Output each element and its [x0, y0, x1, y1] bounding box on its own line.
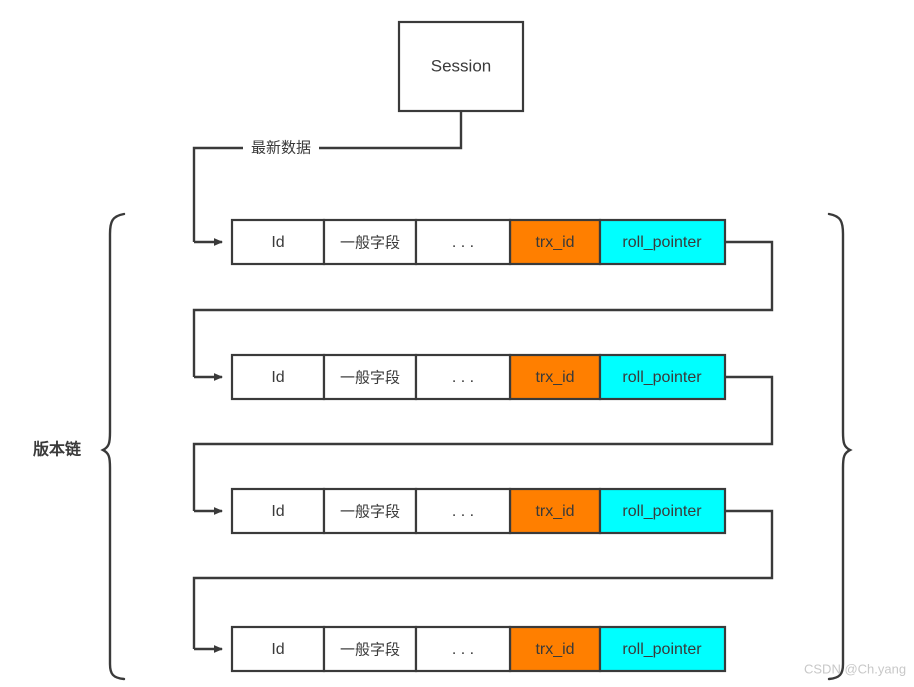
row-3-id-label: Id [271, 503, 284, 520]
row-2-general-field-cell [322, 353, 418, 401]
row-2-ellipsis-label: . . . [452, 369, 474, 386]
row-1-roll-pointer-label: roll_pointer [622, 234, 702, 251]
connector-2-3-path [192, 375, 774, 511]
connector-row-1-to-row-2 [192, 240, 774, 381]
row-3-trx-id-cell [508, 487, 602, 535]
row-4-roll-pointer-cell [598, 625, 727, 673]
row-2-general-field-label: 一般字段 [340, 369, 400, 387]
row-1-ellipsis-cell [414, 218, 512, 266]
right-brace-group [827, 212, 853, 681]
row-1-trx-id-cell [508, 218, 602, 266]
row-3-trx-id-label: trx_id [535, 503, 574, 520]
row-1-trx-id-label: trx_id [535, 234, 574, 251]
row-1-roll-pointer-cell [598, 218, 727, 266]
row-1-general-field-label: 一般字段 [340, 234, 400, 252]
row-2-roll-pointer-label: roll_pointer [622, 369, 702, 386]
row-4-ellipsis-label: . . . [452, 641, 474, 658]
row-4-id-cell [230, 625, 326, 673]
row-4-general-field-cell [322, 625, 418, 673]
row-4-ellipsis-cell [414, 625, 512, 673]
record-row: Id 一般字段 . . . trx_id roll_pointer [230, 487, 727, 535]
row-3-roll-pointer-cell [598, 487, 727, 535]
row-2-trx-id-label: trx_id [535, 369, 574, 386]
connector-session-path [192, 111, 463, 242]
session-node: Session [397, 20, 525, 113]
watermark-label: CSDN @Ch.yang [804, 661, 906, 676]
row-2-id-label: Id [271, 369, 284, 386]
row-4-trx-id-label: trx_id [535, 641, 574, 658]
record-row: Id 一般字段 . . . trx_id roll_pointer [230, 353, 727, 401]
row-4-id-label: Id [271, 641, 284, 658]
latest-data-label-bg [243, 138, 319, 158]
latest-data-label: 最新数据 [251, 139, 311, 157]
row-1-id-cell [230, 218, 326, 266]
row-4-roll-pointer-label: roll_pointer [622, 641, 702, 658]
row-2-roll-pointer-cell [598, 353, 727, 401]
left-brace-group: 版本链 [32, 212, 126, 681]
row-4-general-field-label: 一般字段 [340, 641, 400, 659]
connector-row-2-to-row-3 [192, 375, 774, 515]
row-3-general-field-label: 一般字段 [340, 503, 400, 521]
connector-session-to-row-1: 最新数据 [192, 111, 463, 246]
record-row: Id 一般字段 . . . trx_id roll_pointer [230, 625, 727, 673]
row-3-ellipsis-cell [414, 487, 512, 535]
row-2-ellipsis-cell [414, 353, 512, 401]
right-brace-icon [827, 212, 853, 681]
left-brace-icon [100, 212, 126, 681]
row-1-ellipsis-label: . . . [452, 234, 474, 251]
record-row: Id 一般字段 . . . trx_id roll_pointer [230, 218, 727, 266]
row-3-ellipsis-label: . . . [452, 503, 474, 520]
connector-3-4-path [192, 509, 774, 649]
row-1-general-field-cell [322, 218, 418, 266]
version-chain-label: 版本链 [32, 440, 82, 459]
row-1-id-label: Id [271, 234, 284, 251]
connector-1-2-path [192, 240, 774, 377]
row-3-general-field-cell [322, 487, 418, 535]
row-3-roll-pointer-label: roll_pointer [622, 503, 702, 520]
session-box [397, 20, 525, 113]
session-label: Session [431, 56, 491, 75]
connector-row-3-to-row-4 [192, 509, 774, 653]
